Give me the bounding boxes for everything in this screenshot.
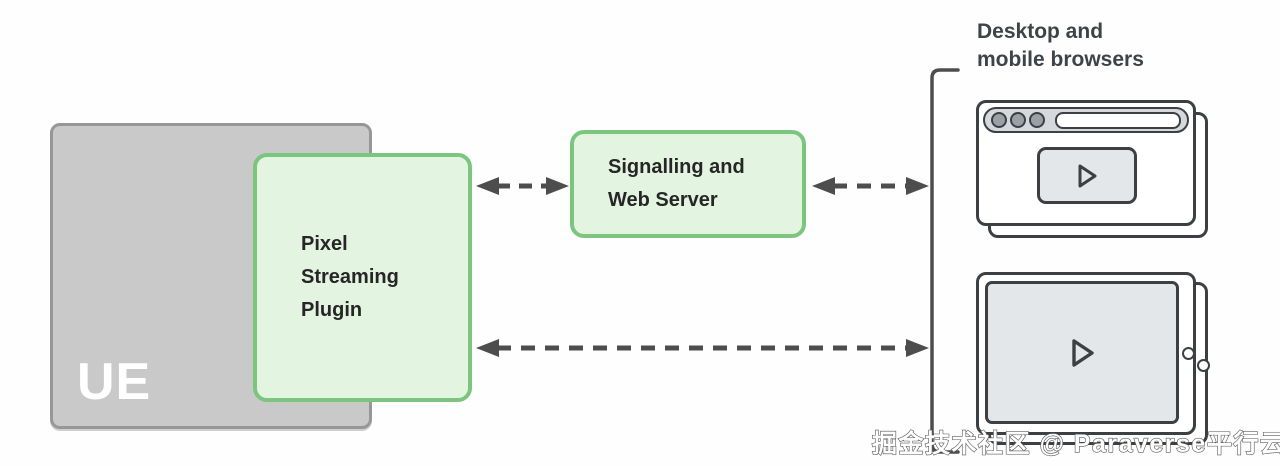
- bidirectional-arrow-signalling-browsers: [812, 177, 929, 195]
- browsers-group-bracket: [930, 68, 960, 454]
- browsers-group-label: Desktop and mobile browsers: [977, 20, 1144, 71]
- browser-dot-icon: [1029, 112, 1045, 128]
- ue-label: UE: [77, 353, 152, 411]
- signalling-web-server-box: Signalling and Web Server: [570, 130, 806, 238]
- url-bar: [1055, 111, 1181, 129]
- watermark: 掘金技术社区 @ Paraverse平行云: [871, 429, 1280, 458]
- play-icon: [1072, 338, 1094, 367]
- pixel-streaming-plugin-label: Pixel Streaming Plugin: [301, 233, 399, 321]
- browser-dot-icon: [1010, 112, 1026, 128]
- home-button-icon: [1197, 359, 1210, 372]
- signalling-web-server-label: Signalling and Web Server: [608, 156, 745, 211]
- pixel-streaming-plugin-box: Pixel Streaming Plugin: [253, 153, 472, 402]
- play-icon: [1078, 164, 1097, 187]
- browser-topbar: [983, 107, 1189, 133]
- browser-window-front: [976, 100, 1196, 226]
- home-button-icon: [1182, 347, 1195, 360]
- bidirectional-arrow-plugin-signalling: [476, 177, 569, 195]
- video-player: [1037, 147, 1137, 204]
- bidirectional-arrow-plugin-browsers: [476, 339, 929, 357]
- tablet-screen: [985, 281, 1179, 424]
- browser-dot-icon: [991, 112, 1007, 128]
- tablet-front: [976, 272, 1196, 435]
